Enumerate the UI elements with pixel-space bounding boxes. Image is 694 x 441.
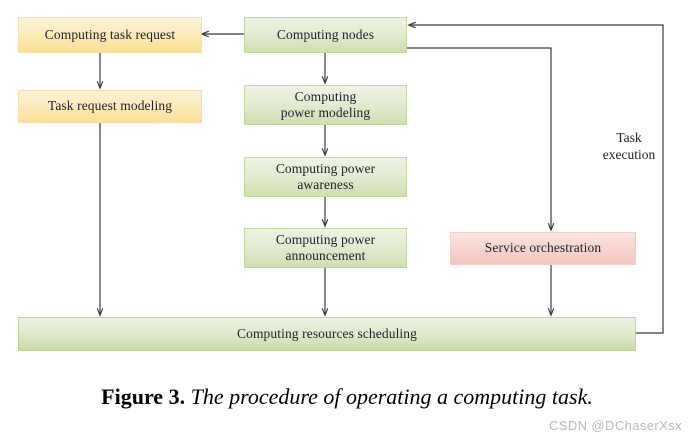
node-task-request-modeling[interactable]: Task request modeling [18, 90, 202, 123]
node-service-orchestration-label: Service orchestration [484, 240, 602, 256]
node-computing-power-announcement[interactable]: Computing power announcement [244, 228, 407, 268]
edge-scheduling-to-nodes-task-execution [409, 25, 664, 334]
node-computing-task-request-label: Computing task request [44, 26, 176, 42]
edge-nodes-to-service-orchestration [407, 47, 551, 230]
node-computing-power-awareness[interactable]: Computing power awareness [244, 157, 407, 197]
node-computing-power-modeling-line1: Computing [294, 88, 357, 104]
node-computing-power-awareness-line1: Computing power [275, 160, 376, 176]
figure-caption-text: The procedure of operating a computing t… [190, 384, 593, 409]
node-computing-resources-scheduling-label: Computing resources scheduling [237, 325, 417, 341]
node-computing-nodes-label: Computing nodes [276, 26, 375, 42]
edge-label-task-execution: Task execution [583, 129, 675, 163]
edge-label-task-execution-line1: Task [616, 130, 642, 145]
figure-caption-label: Figure 3. [101, 384, 186, 409]
figure-caption: Figure 3. The procedure of operating a c… [0, 384, 694, 410]
node-computing-power-modeling-line2: power modeling [280, 105, 371, 120]
node-computing-power-announcement-line2: announcement [285, 248, 366, 263]
node-computing-power-awareness-line2: awareness [297, 177, 354, 192]
node-service-orchestration[interactable]: Service orchestration [450, 232, 636, 265]
node-computing-power-modeling[interactable]: Computing power modeling [244, 85, 407, 125]
edge-label-task-execution-line2: execution [602, 147, 656, 162]
node-task-request-modeling-label: Task request modeling [47, 98, 173, 114]
node-computing-resources-scheduling[interactable]: Computing resources scheduling [18, 317, 636, 351]
watermark: CSDN @DChaserXsx [548, 418, 682, 433]
node-computing-task-request[interactable]: Computing task request [18, 17, 202, 53]
node-computing-power-announcement-line1: Computing power [275, 231, 376, 247]
node-computing-nodes[interactable]: Computing nodes [244, 17, 407, 53]
